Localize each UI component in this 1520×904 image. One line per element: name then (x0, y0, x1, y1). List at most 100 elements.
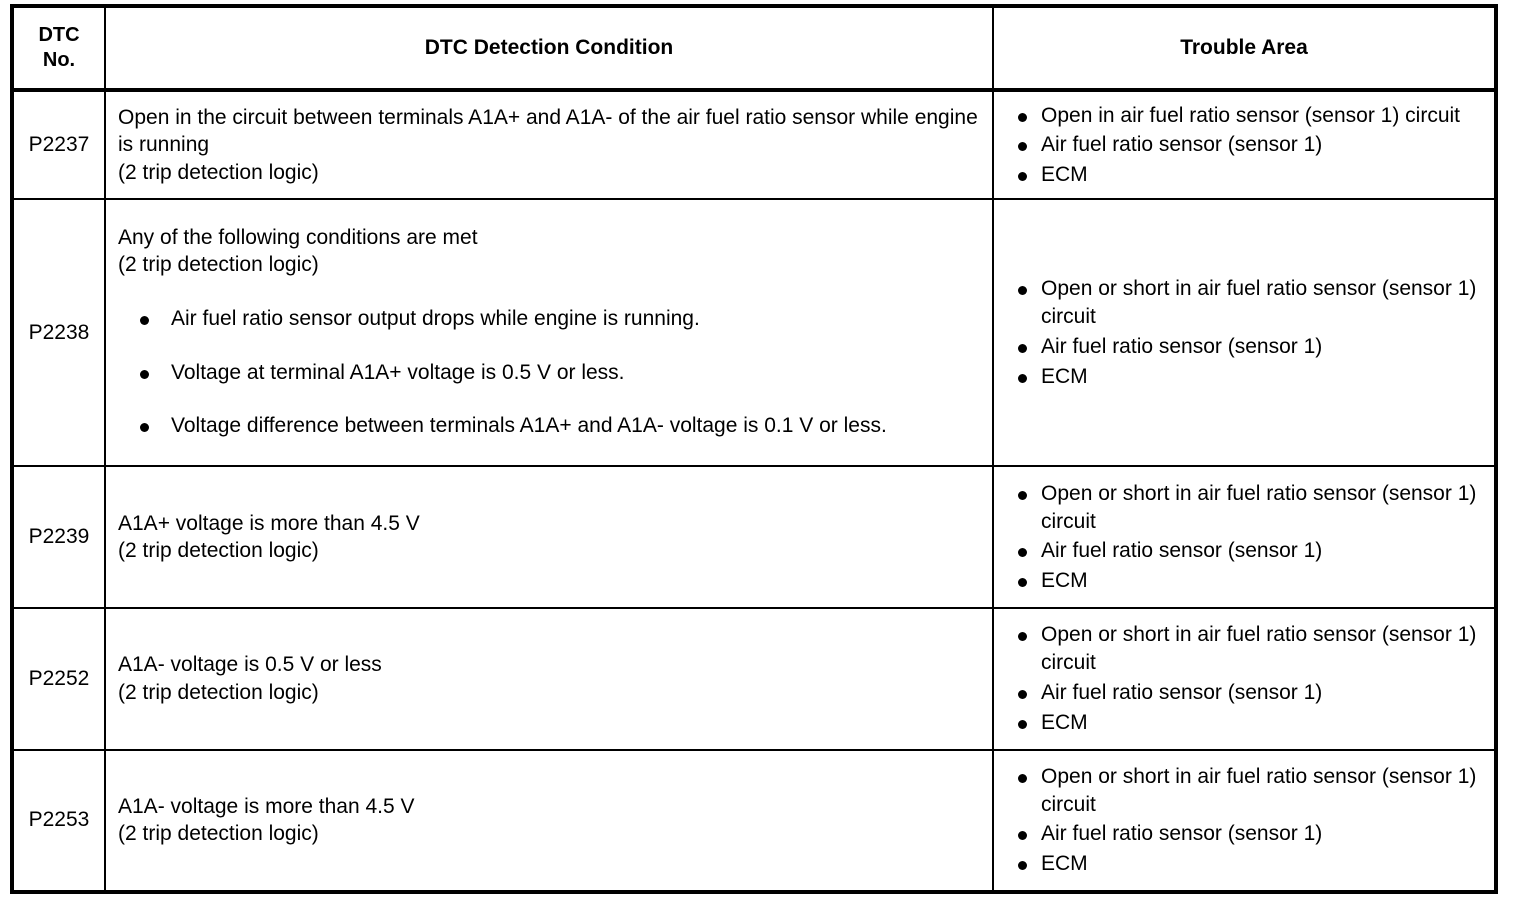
list-item-label: ECM (1041, 568, 1088, 592)
detection-condition-line: (2 trip detection logic) (118, 160, 319, 184)
cell-dtc-number: P2238 (14, 198, 106, 467)
list-item-label: Air fuel ratio sensor (sensor 1) (1041, 539, 1323, 563)
column-header-detection-condition: DTC Detection Condition (105, 8, 994, 92)
bullet-icon (1018, 548, 1027, 558)
list-item: Open or short in air fuel ratio sensor (… (1006, 275, 1486, 330)
cell-detection-condition: A1A+ voltage is more than 4.5 V (2 trip d… (105, 465, 994, 609)
bullet-icon (140, 315, 149, 325)
bullet-icon (1018, 286, 1027, 296)
list-item-label: Open or short in air fuel ratio sensor (… (1041, 481, 1477, 533)
cell-trouble-area: Open or short in air fuel ratio sensor (… (993, 465, 1494, 609)
list-item: Voltage difference between terminals A1A… (118, 412, 982, 440)
list-item: Air fuel ratio sensor (sensor 1) (1006, 679, 1486, 707)
list-item: ECM (1006, 363, 1486, 391)
list-item-label: ECM (1041, 852, 1088, 876)
cell-dtc-number: P2253 (14, 748, 106, 890)
detection-condition-line: (2 trip detection logic) (118, 680, 319, 704)
trouble-area-bullet-list: Open in air fuel ratio sensor (sensor 1)… (1006, 102, 1486, 189)
list-item-label: ECM (1041, 710, 1088, 734)
detection-condition-line: Open in the circuit between terminals A1… (118, 105, 984, 157)
bullet-icon (1018, 343, 1027, 353)
list-item-label: ECM (1041, 364, 1088, 388)
bullet-icon (1018, 831, 1027, 841)
bullet-icon (1018, 171, 1027, 181)
cell-detection-condition: Open in the circuit between terminals A1… (105, 90, 994, 200)
list-item: ECM (1006, 709, 1486, 737)
bullet-icon (140, 369, 149, 379)
cell-trouble-area: Open or short in air fuel ratio sensor (… (993, 607, 1494, 750)
detection-condition-line: (2 trip detection logic) (118, 822, 319, 846)
list-item-label: Voltage at terminal A1A+ voltage is 0.5 … (171, 360, 625, 384)
bullet-icon (1018, 861, 1027, 871)
detection-condition-text: Any of the following conditions are met (… (118, 224, 982, 279)
detection-condition-line: A1A+ voltage is more than 4.5 V (118, 511, 420, 535)
list-item: Air fuel ratio sensor (sensor 1) (1006, 131, 1486, 159)
list-item: ECM (1006, 567, 1486, 595)
detection-condition-line: Any of the following conditions are met (118, 225, 478, 249)
list-item-label: Air fuel ratio sensor (sensor 1) (1041, 334, 1323, 358)
dtc-table: DTC No. DTC Detection Condition Trouble … (14, 8, 1494, 890)
table-header: DTC No. DTC Detection Condition Trouble … (14, 8, 1494, 92)
cell-trouble-area: Open or short in air fuel ratio sensor (… (993, 198, 1494, 467)
cell-dtc-number: P2252 (14, 607, 106, 750)
list-item-label: Air fuel ratio sensor (sensor 1) (1041, 133, 1323, 157)
list-item: Open in air fuel ratio sensor (sensor 1)… (1006, 102, 1486, 130)
list-item-label: Open or short in air fuel ratio sensor (… (1041, 623, 1477, 675)
bullet-icon (1018, 142, 1027, 152)
list-item: Air fuel ratio sensor (sensor 1) (1006, 333, 1486, 361)
detection-condition-line: (2 trip detection logic) (118, 539, 319, 563)
list-item-label: Open or short in air fuel ratio sensor (… (1041, 764, 1477, 816)
bullet-icon (1018, 719, 1027, 729)
cell-detection-condition: Any of the following conditions are met (… (105, 198, 994, 467)
list-item: ECM (1006, 850, 1486, 878)
bullet-icon (1018, 373, 1027, 383)
list-item: Air fuel ratio sensor output drops while… (118, 305, 982, 333)
trouble-area-bullet-list: Open or short in air fuel ratio sensor (… (1006, 480, 1486, 595)
bullet-icon (1018, 490, 1027, 500)
cell-detection-condition: A1A- voltage is more than 4.5 V (2 trip d… (105, 748, 994, 890)
list-item: Open or short in air fuel ratio sensor (… (1006, 621, 1486, 676)
list-item: Voltage at terminal A1A+ voltage is 0.5 … (118, 359, 982, 387)
bullet-icon (1018, 689, 1027, 699)
table-row: P2239 A1A+ voltage is more than 4.5 V (2 t… (14, 465, 1494, 609)
trouble-area-bullet-list: Open or short in air fuel ratio sensor (… (1006, 763, 1486, 878)
detection-condition-bullet-list: Air fuel ratio sensor output drops while… (118, 305, 982, 440)
detection-condition-line: A1A- voltage is more than 4.5 V (118, 794, 415, 818)
detection-condition-text: A1A+ voltage is more than 4.5 V (2 trip d… (118, 510, 982, 565)
detection-condition-line: (2 trip detection logic) (118, 253, 319, 277)
bullet-icon (1018, 112, 1027, 122)
cell-dtc-number: P2237 (14, 90, 106, 200)
list-item-label: Open in air fuel ratio sensor (sensor 1)… (1041, 103, 1461, 127)
detection-condition-line: A1A- voltage is 0.5 V or less (118, 653, 382, 677)
detection-condition-text: A1A- voltage is 0.5 V or less (2 trip det… (118, 651, 982, 706)
detection-condition-text: Open in the circuit between terminals A1… (118, 104, 982, 187)
cell-trouble-area: Open in air fuel ratio sensor (sensor 1)… (993, 90, 1494, 199)
bullet-icon (1018, 773, 1027, 783)
cell-detection-condition: A1A- voltage is 0.5 V or less (2 trip det… (105, 607, 994, 750)
trouble-area-bullet-list: Open or short in air fuel ratio sensor (… (1006, 275, 1486, 390)
list-item: Open or short in air fuel ratio sensor (… (1006, 763, 1486, 818)
column-header-dtc-no-line1: DTC (38, 24, 80, 46)
bullet-icon (1018, 632, 1027, 642)
list-item: Air fuel ratio sensor (sensor 1) (1006, 537, 1486, 565)
list-item-label: Air fuel ratio sensor (sensor 1) (1041, 822, 1323, 846)
cell-dtc-number: P2239 (14, 465, 106, 609)
list-item-label: ECM (1041, 162, 1088, 186)
column-header-dtc-no-line2: No. (42, 49, 76, 71)
list-item: Open or short in air fuel ratio sensor (… (1006, 480, 1486, 535)
list-item: Air fuel ratio sensor (sensor 1) (1006, 820, 1486, 848)
list-item: ECM (1006, 161, 1486, 189)
header-row: DTC No. DTC Detection Condition Trouble … (14, 8, 1494, 92)
dtc-diagnostic-table: DTC No. DTC Detection Condition Trouble … (10, 4, 1498, 894)
list-item-label: Open or short in air fuel ratio sensor (… (1041, 277, 1477, 329)
list-item-label: Air fuel ratio sensor output drops while… (171, 306, 700, 330)
trouble-area-bullet-list: Open or short in air fuel ratio sensor (… (1006, 621, 1486, 736)
table-row: P2252 A1A- voltage is 0.5 V or less (2 tri… (14, 607, 1494, 750)
bullet-icon (1018, 577, 1027, 587)
list-item-label: Voltage difference between terminals A1A… (171, 414, 887, 438)
table-row: P2253 A1A- voltage is more than 4.5 V (2 t… (14, 748, 1494, 890)
detection-condition-text: A1A- voltage is more than 4.5 V (2 trip d… (118, 793, 982, 848)
